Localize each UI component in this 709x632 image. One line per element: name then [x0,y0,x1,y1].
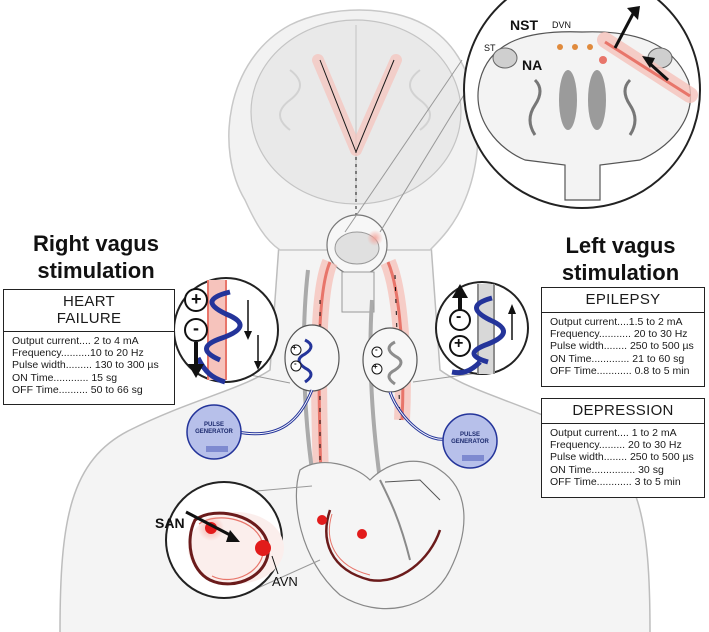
depression-params-box: DEPRESSION Output current.... 1 to 2 mA … [541,398,705,498]
param-row: ON Time............... 30 sg [550,463,664,476]
right-electrode-small [284,324,340,392]
param-row: Output current.... 1 to 2 mA [550,427,677,439]
epilepsy-params-box: EPILEPSY Output current....1.5 to 2 mA F… [541,287,705,387]
param-row: ON Time............. 21 to 60 sg [550,352,685,365]
param-row: Frequency..........10 to 20 Hz [12,347,144,360]
minus-sign: - [193,318,199,338]
spinal-cord [341,271,375,313]
minus-sign: - [456,308,462,325]
param-row: Pulse width......... 130 to 300 µs [12,359,159,372]
san-label: SAN [155,515,185,531]
left-electrode-small [362,327,418,393]
param-row: OFF Time............ 0.8 to 5 min [550,364,690,377]
param-row: Frequency......... 20 to 30 Hz [550,439,682,452]
param-row: Pulse width........ 250 to 500 µs [550,340,694,353]
nst-label: NST [510,17,538,33]
param-row: Pulse width........ 250 to 500 µs [550,451,694,464]
param-row: OFF Time............ 3 to 5 min [550,475,681,488]
na-label: NA [522,57,543,73]
st-label: ST [484,43,496,53]
param-row: Output current....1.5 to 2 mA [550,316,683,328]
plus-sign: + [191,289,202,309]
param-row: ON Time............ 15 sg [12,371,118,384]
param-row: Output current.... 2 to 4 mA [12,335,139,347]
right-vagus-heading: Right vagus stimulation [33,231,159,283]
dvn-label: DVN [552,20,572,30]
minus-sign: - [294,359,297,368]
avn-label: AVN [272,574,298,589]
param-row: Frequency........... 20 to 30 Hz [550,328,688,341]
left-vagus-heading: Left vagus stimulation [561,233,680,285]
plus-sign: + [292,343,297,352]
depression-title: DEPRESSION [542,399,704,424]
param-row: OFF Time.......... 50 to 66 sg [12,383,143,396]
heart-failure-title: HEART FAILURE [4,290,174,332]
plus-sign: + [373,362,378,371]
pulse-generator-right [186,404,242,460]
minus-sign: - [375,345,378,354]
plus-sign: + [454,335,464,352]
pulse-generator-left [442,413,498,469]
heart [295,460,465,610]
heart-failure-params-box: HEART FAILURE Output current.... 2 to 4 … [3,289,175,405]
epilepsy-title: EPILEPSY [542,288,704,313]
